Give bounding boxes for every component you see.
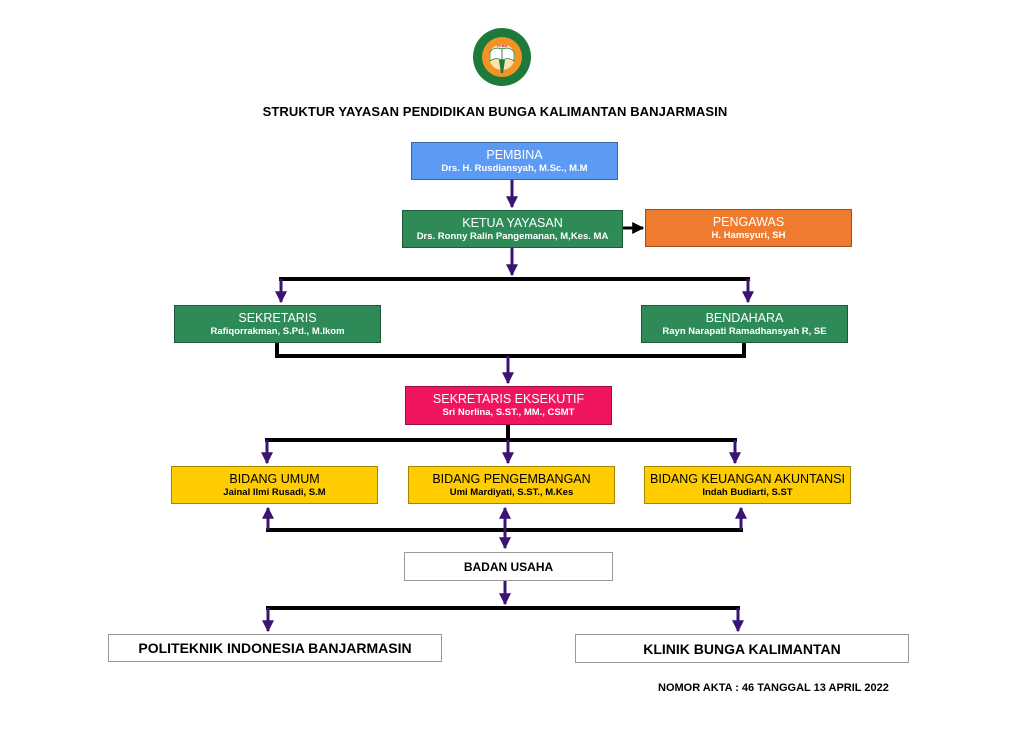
sekretaris-box: SEKRETARIS Rafiqorrakman, S.Pd., M.Ikom	[174, 305, 381, 343]
klinik-label: KLINIK BUNGA KALIMANTAN	[643, 640, 841, 657]
pembina-role: PEMBINA	[486, 147, 543, 162]
sekretaris-person: Rafiqorrakman, S.Pd., M.Ikom	[210, 325, 345, 337]
bidang-pengembangan-person: Umi Mardiyati, S.ST., M.Kes	[449, 486, 574, 498]
pengawas-role: PENGAWAS	[712, 214, 785, 229]
pengawas-box: PENGAWAS H. Hamsyuri, SH	[645, 209, 852, 247]
sekretaris-eksekutif-role: SEKRETARIS EKSEKUTIF	[432, 392, 585, 407]
ketua-yayasan-box: KETUA YAYASAN Drs. Ronny Ralin Pangemana…	[402, 210, 623, 248]
bidang-keuangan-role: BIDANG KEUANGAN AKUNTANSI	[650, 471, 845, 486]
pembina-person: Drs. H. Rusdiansyah, M.Sc., M.M	[441, 162, 588, 174]
pengawas-person: H. Hamsyuri, SH	[711, 229, 786, 241]
politeknik-box: POLITEKNIK INDONESIA BANJARMASIN	[108, 634, 442, 662]
bidang-umum-role: BIDANG UMUM	[229, 471, 320, 486]
politeknik-label: POLITEKNIK INDONESIA BANJARMASIN	[138, 640, 412, 656]
pembina-box: PEMBINA Drs. H. Rusdiansyah, M.Sc., M.M	[411, 142, 618, 180]
bidang-pengembangan-box: BIDANG PENGEMBANGAN Umi Mardiyati, S.ST.…	[408, 466, 615, 504]
sekretaris-eksekutif-box: SEKRETARIS EKSEKUTIF Sri Norlina, S.ST.,…	[405, 386, 612, 425]
bidang-umum-box: BIDANG UMUM Jainal Ilmi Rusadi, S.M	[171, 466, 378, 504]
klinik-box: KLINIK BUNGA KALIMANTAN	[575, 634, 909, 663]
logo-center-text: YPBK	[496, 43, 507, 48]
page-title: STRUKTUR YAYASAN PENDIDIKAN BUNGA KALIMA…	[262, 104, 728, 119]
sekretaris-eksekutif-person: Sri Norlina, S.ST., MM., CSMT	[442, 407, 575, 419]
badan-usaha-box: BADAN USAHA	[404, 552, 613, 581]
bidang-keuangan-person: Indah Budiarti, S.ST	[702, 486, 793, 498]
bidang-umum-person: Jainal Ilmi Rusadi, S.M	[223, 486, 326, 498]
bendahara-box: BENDAHARA Rayn Narapati Ramadhansyah R, …	[641, 305, 848, 343]
badan-usaha-label: BADAN USAHA	[463, 559, 554, 574]
sekretaris-role: SEKRETARIS	[238, 310, 317, 325]
ketua-person: Drs. Ronny Ralin Pangemanan, M,Kes. MA	[416, 230, 609, 242]
bendahara-role: BENDAHARA	[705, 310, 784, 325]
bidang-pengembangan-role: BIDANG PENGEMBANGAN	[432, 471, 591, 486]
bidang-keuangan-box: BIDANG KEUANGAN AKUNTANSI Indah Budiarti…	[644, 466, 851, 504]
bendahara-person: Rayn Narapati Ramadhansyah R, SE	[662, 325, 827, 337]
deed-number: NOMOR AKTA : 46 TANGGAL 13 APRIL 2022	[658, 682, 889, 694]
ketua-role: KETUA YAYASAN	[462, 215, 563, 230]
foundation-logo: YPBK	[473, 28, 531, 86]
